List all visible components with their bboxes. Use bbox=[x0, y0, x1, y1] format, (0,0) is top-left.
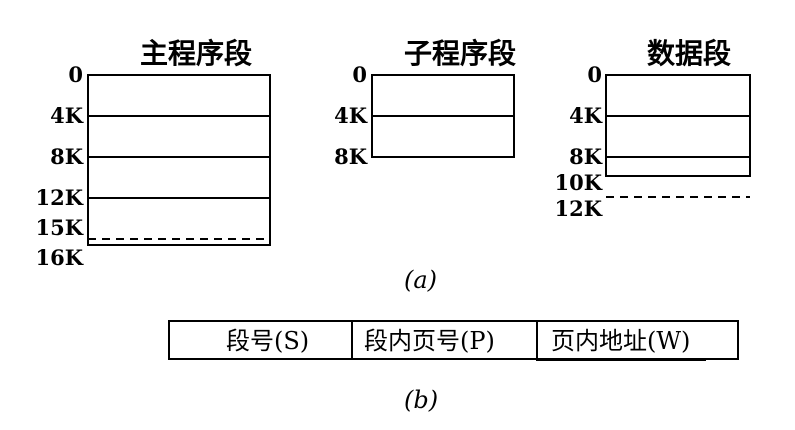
sub-label-4k: 4K bbox=[334, 103, 367, 128]
caption-b: (b) bbox=[404, 386, 439, 414]
sub-segment-title: 子程序段 bbox=[404, 37, 517, 70]
field-segment-number: 段号(S) bbox=[226, 327, 310, 355]
main-label-16k: 16K bbox=[35, 245, 83, 270]
field-page-offset: 页内地址(W) bbox=[551, 327, 691, 355]
field-page-number: 段内页号(P) bbox=[364, 327, 495, 355]
main-label-4k: 4K bbox=[50, 103, 83, 128]
main-label-8k: 8K bbox=[50, 144, 83, 169]
main-segment-title: 主程序段 bbox=[140, 37, 253, 70]
data-label-0: 0 bbox=[587, 62, 602, 87]
sub-segment-box bbox=[371, 74, 515, 158]
sub-label-8k: 8K bbox=[334, 144, 367, 169]
data-segment-box bbox=[605, 74, 751, 198]
data-label-8k: 8K bbox=[569, 144, 602, 169]
main-label-0: 0 bbox=[68, 62, 83, 87]
sub-label-0: 0 bbox=[352, 62, 367, 87]
address-format-box bbox=[168, 320, 739, 361]
data-segment-title: 数据段 bbox=[647, 37, 732, 70]
main-label-12k: 12K bbox=[35, 185, 83, 210]
data-label-10k: 10K bbox=[554, 170, 602, 195]
data-label-4k: 4K bbox=[569, 103, 602, 128]
data-label-12k: 12K bbox=[554, 196, 602, 221]
caption-a: (a) bbox=[404, 266, 438, 294]
main-label-15k: 15K bbox=[35, 215, 83, 240]
main-segment-box bbox=[87, 74, 271, 246]
